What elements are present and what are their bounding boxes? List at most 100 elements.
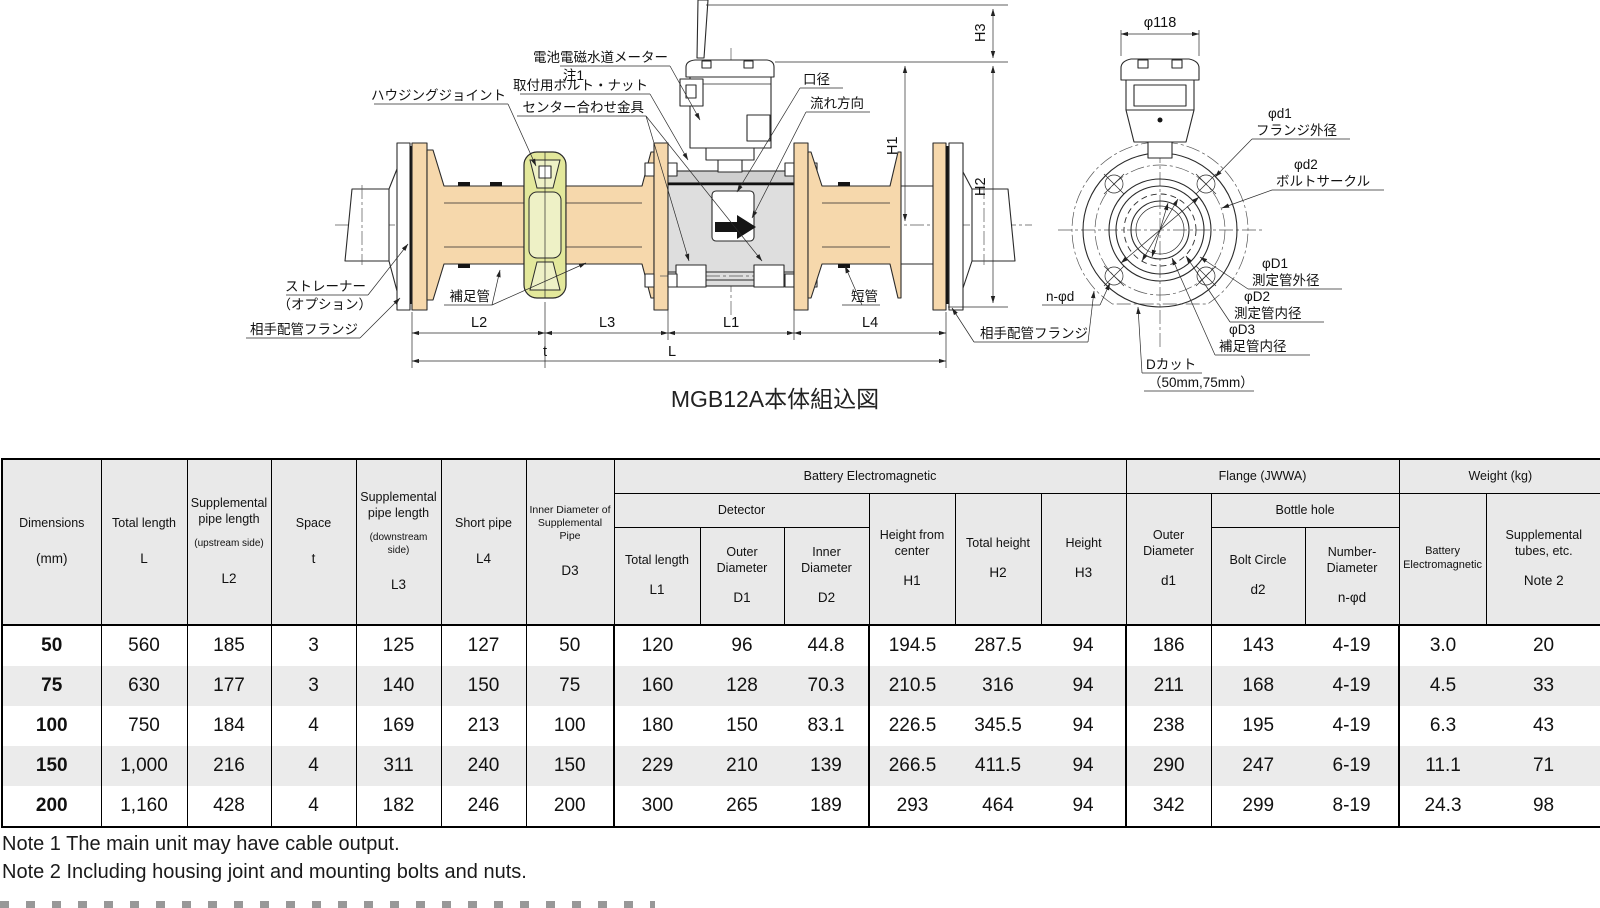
table-cell: 185 [186, 625, 271, 666]
leader [736, 87, 801, 193]
table-cell: 311 [355, 746, 441, 786]
table-cell: 125 [355, 625, 441, 666]
table-cell: 560 [100, 625, 187, 666]
table-cell: 194.5 [868, 625, 955, 666]
mating-flange-right [948, 142, 964, 311]
label-d2-sym: φd2 [1294, 157, 1318, 172]
meter-cap-side [1120, 58, 1200, 81]
table-cell: 44.8 [807, 635, 845, 656]
table-cell: 411.5 [974, 755, 1022, 776]
label-strainer-option: （オプション） [278, 297, 373, 312]
table-cell: 8-19 [1332, 795, 1371, 816]
meter-stem-side [1147, 141, 1173, 159]
measuring-pipe-outer-circle [1108, 178, 1212, 282]
table-cell: 186 [1125, 625, 1212, 666]
table-cell: 4 [270, 786, 356, 827]
leader [1221, 189, 1273, 209]
table-cell: 266.5 [868, 746, 955, 786]
pipe-circle [1115, 185, 1205, 275]
table-cell: 75 [1, 666, 101, 706]
table-cell: 180 [613, 706, 700, 746]
flare-line [962, 260, 973, 289]
short-pipe [807, 151, 902, 299]
table-cell: 189 [810, 795, 842, 816]
table-cell: 150 [525, 746, 614, 786]
table-cell: 345.5 [974, 715, 1022, 736]
leader [1214, 138, 1253, 178]
bolt-mark [838, 264, 850, 268]
table-cell: 98 [1532, 795, 1555, 816]
label-housing-joint: ハウジングジョイント [371, 88, 506, 103]
table-cell: 265 [726, 795, 758, 816]
table-cell: 342 [1125, 786, 1212, 827]
group-header-weight: Weight (kg) [1398, 458, 1600, 494]
table-cell: 150 [440, 666, 526, 706]
label-n-phid: n-φd [1046, 289, 1074, 304]
table-cell: 428 [186, 786, 271, 827]
leader [359, 297, 401, 339]
table-cell: 4 [270, 746, 356, 786]
col-header-dimensions: Dimensions(mm) [1, 458, 102, 626]
table-cell: 71 [1532, 755, 1555, 776]
table-cell: 150 [1, 746, 101, 786]
flare-line [962, 171, 973, 190]
clipped-text-artifact [0, 901, 655, 908]
assembly-drawing: H1 H2 H3 L2 L3 L1 L4 t L 電池電磁水道メーター 注1 取… [246, 0, 1384, 412]
table-cell: 4-19 [1332, 635, 1371, 656]
label-d2-name: ボルトサークル [1276, 174, 1370, 189]
label-strainer: ストレーナー [285, 279, 366, 294]
group-header-bottle-hole: Bottle hole [1210, 493, 1400, 528]
cap-tab [743, 60, 754, 69]
table-cell: 630 [100, 666, 187, 706]
table-cell: 200 [1, 786, 101, 827]
table-cell: 100 [1, 706, 101, 746]
bolt-mark [838, 182, 850, 186]
table-cell: 3.0 [1398, 625, 1487, 666]
table-cell: 169 [355, 706, 441, 746]
meter-stem-upper [705, 147, 755, 161]
leader [367, 243, 409, 296]
dim-label-h2: H2 [973, 177, 989, 196]
table-cell: 70.3 [807, 675, 845, 696]
table-cell: 213 [440, 706, 526, 746]
center-fitting-left [675, 264, 707, 288]
label-supplemental-pipe: 補足管 [450, 289, 491, 304]
label-d1-sym: φd1 [1268, 106, 1292, 121]
detector-flange-left [653, 142, 669, 311]
table-cell: 83.1 [807, 715, 845, 736]
table-cell: 120 [613, 625, 700, 666]
table-cell: 226.5 [868, 706, 955, 746]
table-cell: 4-19 [1332, 715, 1371, 736]
group-header-detector: Detector [613, 493, 870, 528]
table-cell: 316 [982, 675, 1014, 696]
table-cell: 750 [100, 706, 187, 746]
table-cell: 464 [982, 795, 1014, 816]
table-cell: 4-19 [1332, 675, 1371, 696]
bolt-holes [1103, 173, 1217, 287]
table-cell: 127 [440, 625, 526, 666]
cap-tab [1137, 59, 1149, 69]
leader [491, 269, 501, 306]
table-cell: 24.3 [1398, 786, 1487, 827]
group-header-battery-electromagnetic: Battery Electromagnetic [613, 458, 1127, 494]
front-view: H1 H2 H3 L2 L3 L1 L4 t L 電池電磁水道メーター 注1 取… [246, 0, 1096, 412]
table-cell: 1,160 [100, 786, 187, 827]
table-cell: 168 [1210, 666, 1306, 706]
table-cell: 33 [1532, 675, 1555, 696]
meter-side-detail [685, 84, 697, 99]
meter-dot [1157, 117, 1163, 123]
label-D1-sym: φD1 [1262, 256, 1288, 271]
table-cell: 200 [525, 786, 614, 827]
meter-base-side [1125, 109, 1195, 143]
leader [645, 115, 690, 262]
table-cell: 128 [726, 675, 758, 696]
dim-label-l1: L1 [723, 315, 739, 331]
bolt-mark [458, 264, 470, 268]
col-header-weight-supplemental: Supplemental tubes, etc.Note 2 [1485, 493, 1600, 626]
table-cell: 50 [1, 625, 101, 666]
